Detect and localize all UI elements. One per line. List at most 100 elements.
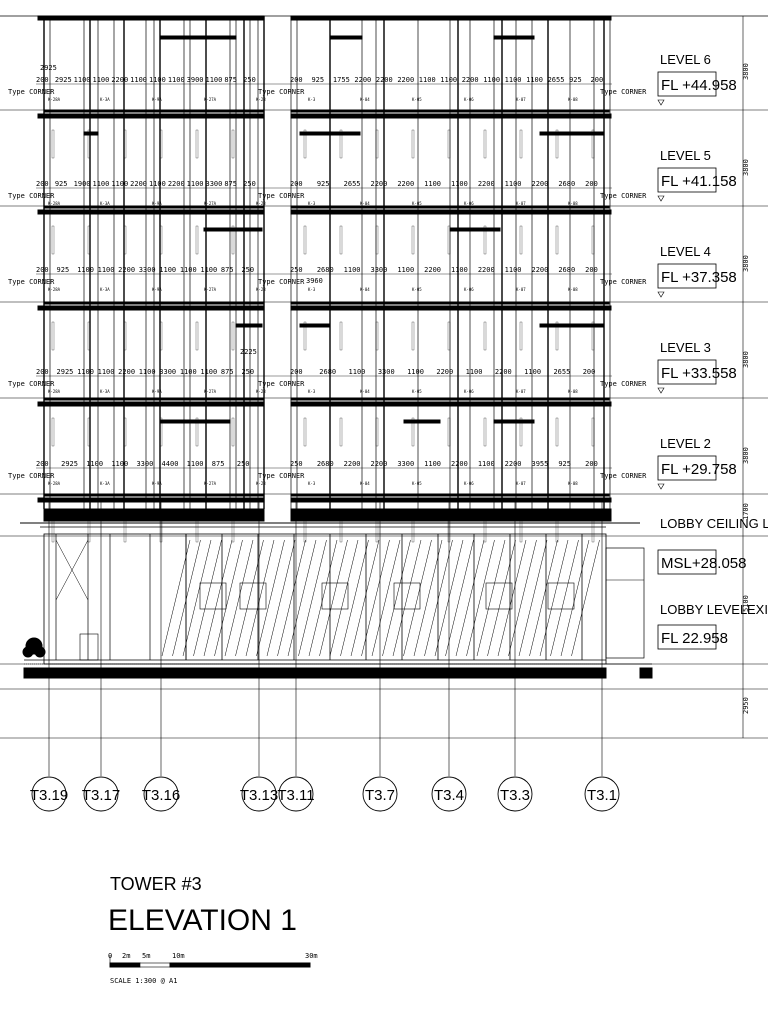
panel-tag-2-7: K-05 bbox=[412, 287, 422, 292]
dim-left-0-6: 1100 bbox=[149, 76, 166, 84]
dim-left-4-4: 3300 bbox=[136, 460, 153, 468]
glass-hatch-3 bbox=[193, 539, 222, 657]
detail-mark-2-3 bbox=[159, 321, 163, 351]
detail-mark-2-5 bbox=[231, 321, 235, 351]
dim-left-0-3: 1100 bbox=[93, 76, 110, 84]
panel-tag-3-2: K-9A bbox=[152, 389, 162, 394]
panel-tag-1-5: K-3 bbox=[308, 201, 316, 206]
panel-tag-0-3: K-27A bbox=[204, 97, 217, 102]
lobby-sketch-box-1 bbox=[239, 582, 267, 610]
detail-mark-2-11 bbox=[447, 321, 451, 351]
type-corner-right-3: Type CORNER bbox=[600, 380, 647, 388]
dim-right-1-2: 2655 bbox=[344, 180, 361, 188]
dim-left-3-1: 2925 bbox=[57, 368, 74, 376]
dim-left-3-5: 1100 bbox=[139, 368, 156, 376]
dim-left-2-2: 1100 bbox=[77, 266, 94, 274]
dim-right-2-10: 2680 bbox=[558, 266, 575, 274]
panel-tag-1-2: K-9A bbox=[152, 201, 162, 206]
dim-left-2-8: 1100 bbox=[200, 266, 217, 274]
level-fl-2: FL +37.358 bbox=[661, 269, 737, 286]
panel-tag-3-6: K-04 bbox=[360, 389, 370, 394]
dim-left-3-4: 2200 bbox=[118, 368, 135, 376]
detail-mark-2-8 bbox=[339, 321, 343, 351]
grid-bubble-3 bbox=[241, 776, 277, 812]
scale-tick-10m: 10m bbox=[172, 952, 185, 960]
panel-tag-0-2: K-9A bbox=[152, 97, 162, 102]
grid-label-7: T3.3 bbox=[500, 787, 530, 804]
panel-tag-2-2: K-9A bbox=[152, 287, 162, 292]
panel-tag-3-0: K-28A bbox=[48, 389, 61, 394]
dim-left-2-6: 1100 bbox=[159, 266, 176, 274]
detail-mark-1-3 bbox=[159, 225, 163, 255]
panel-tag-0-4: K-28 bbox=[256, 97, 266, 102]
dim-left-4-1: 2925 bbox=[61, 460, 78, 468]
panel-tag-2-0: K-28A bbox=[48, 287, 61, 292]
dim-right-0-1: 925 bbox=[311, 76, 324, 84]
extra-dim-2: 2225 bbox=[240, 348, 257, 356]
dim-left-3-0: 200 bbox=[36, 368, 49, 376]
panel-tag-1-0: K-28A bbox=[48, 201, 61, 206]
detail-mark-1-15 bbox=[591, 225, 595, 255]
dim-right-1-6: 1100 bbox=[451, 180, 468, 188]
glass-hatch-24 bbox=[413, 539, 443, 657]
detail-mark-3-11 bbox=[447, 417, 451, 447]
detail-mark-1-0 bbox=[51, 225, 55, 255]
detail-mark-3-14 bbox=[555, 417, 559, 447]
type-corner-right-1: Type CORNER bbox=[600, 192, 647, 200]
dim-right-1-1: 925 bbox=[317, 180, 330, 188]
detail-mark-4-15 bbox=[591, 513, 595, 543]
detail-mark-1-13 bbox=[519, 225, 523, 255]
scale-text: SCALE 1:300 @ A1 bbox=[110, 977, 177, 985]
glass-hatch-15 bbox=[319, 539, 348, 657]
lobby-sketch-box-4 bbox=[485, 582, 513, 610]
dim-left-0-11: 250 bbox=[243, 76, 256, 84]
dim-left-4-0: 200 bbox=[36, 460, 49, 468]
dim-left-4-6: 1100 bbox=[187, 460, 204, 468]
dim-left-1-1: 925 bbox=[55, 180, 68, 188]
type-corner-left-1: Type CORNER bbox=[8, 192, 55, 200]
glass-hatch-27 bbox=[445, 539, 474, 657]
window-head-8 bbox=[299, 323, 331, 328]
floor-slab-right-0 bbox=[290, 15, 612, 21]
panel-tag-0-7: K-05 bbox=[412, 97, 422, 102]
window-head-2 bbox=[493, 35, 535, 40]
type-corner-left-4: Type CORNER bbox=[8, 472, 55, 480]
glass-hatch-22 bbox=[392, 539, 422, 657]
panel-tag-4-5: K-3 bbox=[308, 481, 316, 486]
dim-right-2-0: 250 bbox=[290, 266, 303, 274]
panel-tag-3-3: K-27A bbox=[204, 389, 217, 394]
dim-right-3-7: 2200 bbox=[495, 368, 512, 376]
detail-mark-1-10 bbox=[411, 225, 415, 255]
level-height-0: 3800 bbox=[742, 63, 750, 80]
detail-mark-3-9 bbox=[375, 417, 379, 447]
grid-label-2: T3.16 bbox=[142, 787, 180, 804]
ceiling-height-dim: 1700 bbox=[742, 503, 750, 520]
drawing-title: ELEVATION 1 bbox=[108, 904, 297, 937]
detail-mark-1-14 bbox=[555, 225, 559, 255]
detail-mark-4-7 bbox=[303, 513, 307, 543]
window-head-13 bbox=[403, 419, 441, 424]
glass-hatch-35 bbox=[529, 539, 558, 657]
dim-right-0-7: 1100 bbox=[440, 76, 457, 84]
type-corner-mid-4: Type CORNER bbox=[258, 472, 305, 480]
grid-label-4: T3.11 bbox=[277, 787, 314, 804]
level-box-1 bbox=[657, 167, 717, 193]
dim-right-1-10: 2680 bbox=[558, 180, 575, 188]
level-fl-4: FL +29.758 bbox=[661, 461, 737, 478]
lobby-ground-slab bbox=[23, 667, 607, 679]
dim-left-4-8: 250 bbox=[237, 460, 250, 468]
detail-mark-4-1 bbox=[87, 513, 91, 543]
dim-right-0-14: 200 bbox=[591, 76, 604, 84]
detail-mark-0-2 bbox=[123, 129, 127, 159]
dim-left-0-8: 3900 bbox=[187, 76, 204, 84]
type-corner-mid-0: Type CORNER bbox=[258, 88, 305, 96]
detail-mark-2-4 bbox=[195, 321, 199, 351]
type-corner-right-2: Type CORNER bbox=[600, 278, 647, 286]
panel-tag-4-10: K-08 bbox=[568, 481, 578, 486]
detail-mark-0-3 bbox=[159, 129, 163, 159]
glass-hatch-12 bbox=[287, 539, 317, 657]
dim-left-3-6: 3300 bbox=[159, 368, 176, 376]
dim-left-2-7: 1100 bbox=[180, 266, 197, 274]
